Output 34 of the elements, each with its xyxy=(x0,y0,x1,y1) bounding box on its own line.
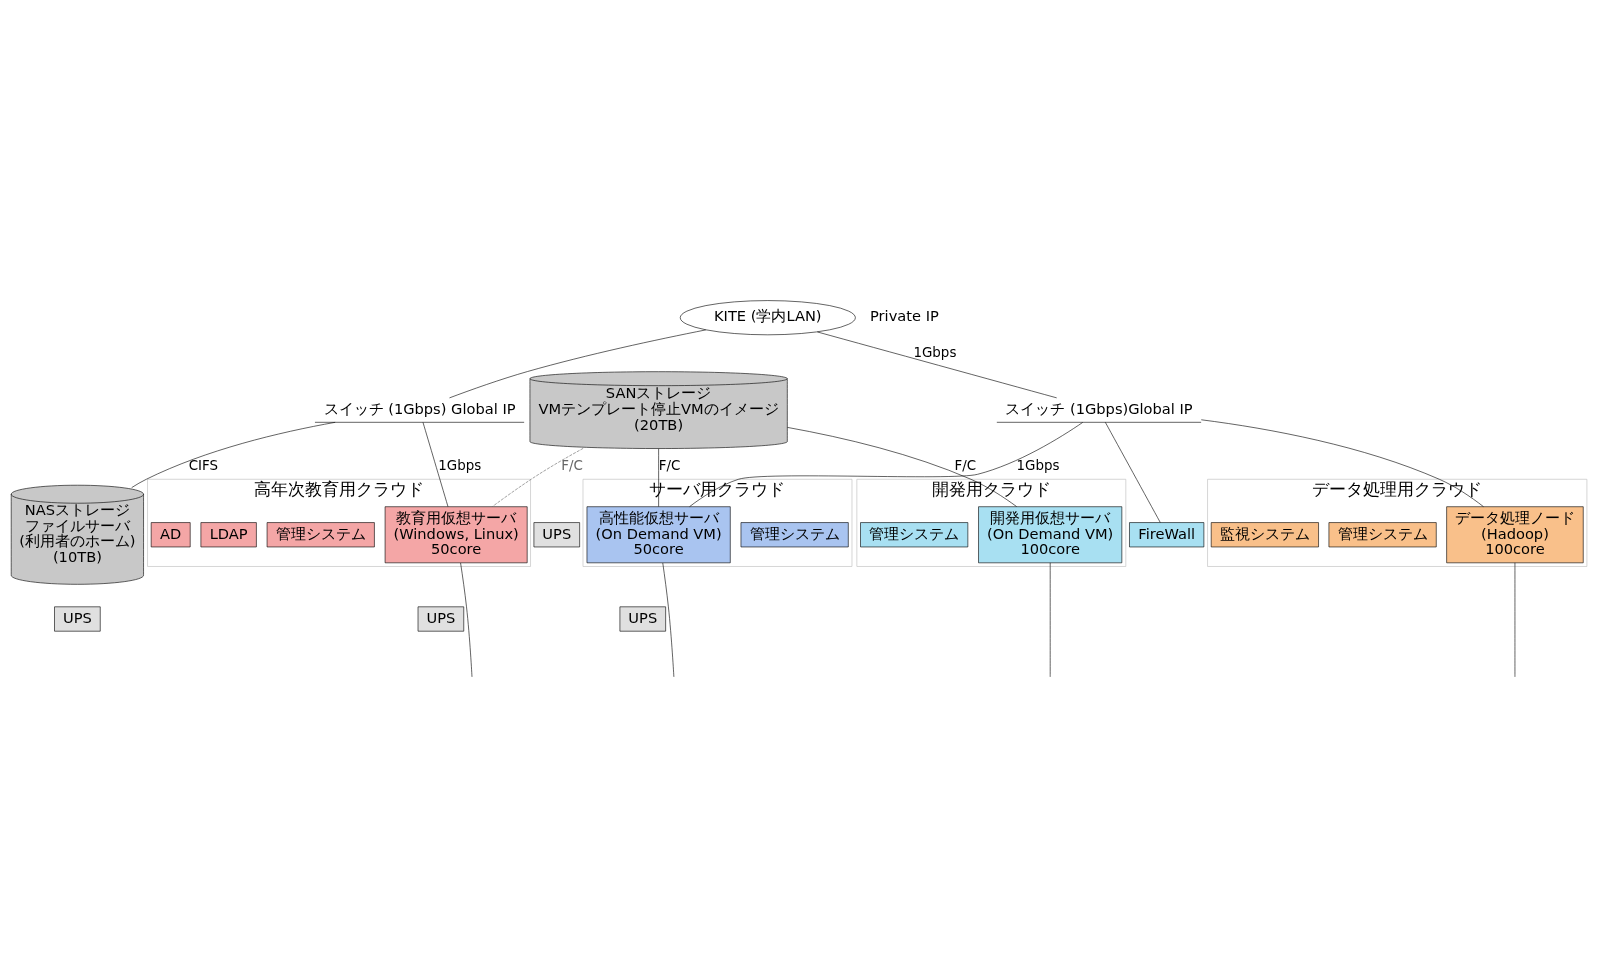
node-box: 高性能仮想サーバ (On Demand VM) 50core xyxy=(586,505,731,563)
connector xyxy=(787,426,1017,507)
node-box: AD xyxy=(150,521,191,547)
node-box: UPS xyxy=(417,606,465,631)
connector xyxy=(131,421,336,488)
node-box: 管理システム xyxy=(266,521,375,547)
node-box: 監視システム xyxy=(1210,521,1319,547)
node-text: スイッチ (1Gbps) Global IP xyxy=(323,399,516,417)
node-box: 管理システム xyxy=(740,521,849,547)
node-box: LDAP xyxy=(200,521,257,547)
edge-label: 1Gbps xyxy=(913,344,957,360)
edge-label: 1Gbps xyxy=(1016,457,1060,473)
node-box: 管理システム xyxy=(860,521,969,547)
node-box: UPS xyxy=(619,606,666,631)
connector xyxy=(1105,421,1161,523)
edge-label: 1Gbps xyxy=(438,457,482,473)
node-box: データ処理ノード (Hadoop) 100core xyxy=(1446,505,1584,563)
node-ellipse: KITE (学内LAN) xyxy=(679,299,856,335)
edge-label: F/C xyxy=(561,457,583,473)
connector xyxy=(449,329,707,398)
node-box: UPS xyxy=(54,606,101,631)
edge-label: CIFS xyxy=(188,457,218,473)
connector xyxy=(658,447,659,507)
connector xyxy=(491,447,584,507)
node-box: 教育用仮想サーバ (Windows, Linux) 50core xyxy=(384,505,528,563)
node-box: 開発用仮想サーバ (On Demand VM) 100core xyxy=(978,505,1123,563)
edge-label: F/C xyxy=(658,457,681,473)
label: Private IP xyxy=(870,306,939,324)
node-box: FireWall xyxy=(1129,521,1205,547)
connector xyxy=(689,421,1083,507)
node-box: 管理システム xyxy=(1328,521,1437,547)
edge-label: F/C xyxy=(954,457,977,473)
node-text: スイッチ (1Gbps)Global IP xyxy=(1005,399,1193,417)
node-box: UPS xyxy=(533,521,580,547)
